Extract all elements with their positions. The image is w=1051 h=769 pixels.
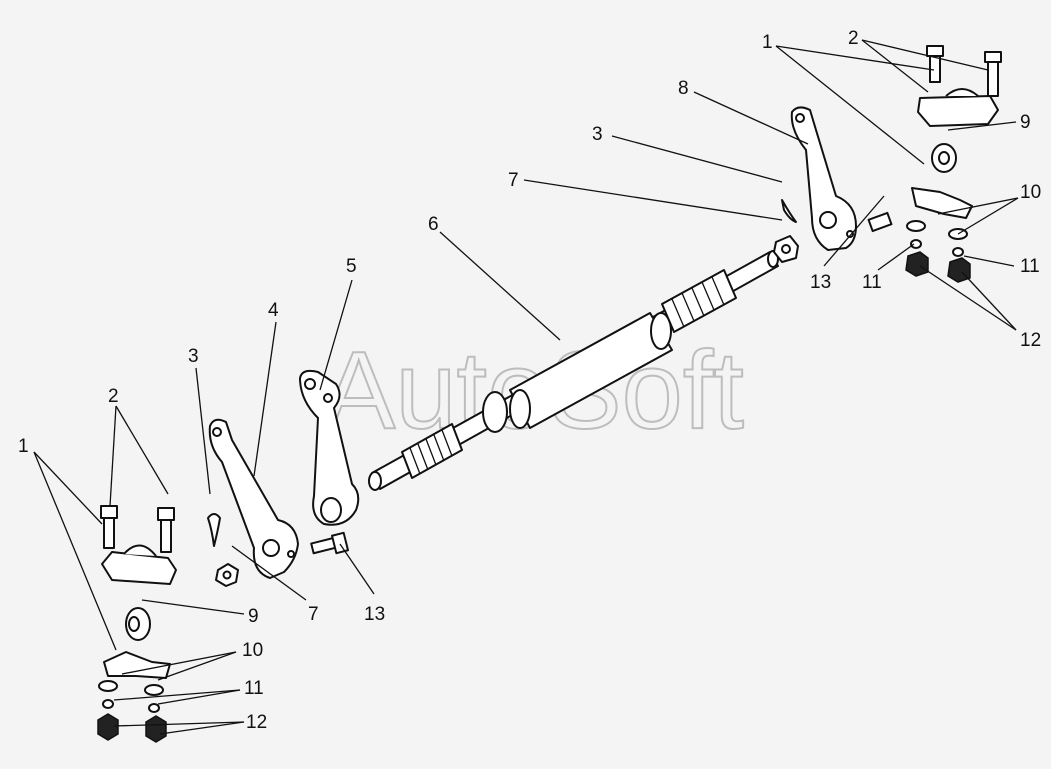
bolt-1-right-a-head [926, 45, 944, 57]
lever-8-clamp-hole [846, 230, 854, 238]
callout-left-2: 2 [108, 386, 119, 407]
bushing-9-right-bore [938, 151, 950, 165]
lever-4 [208, 418, 299, 579]
lever-8-body [790, 106, 857, 251]
callout-right-9: 9 [1020, 112, 1031, 133]
washer-left-b [144, 684, 164, 696]
lever-5-body [299, 369, 360, 526]
washer-right-a [906, 220, 926, 232]
bolt-1-right-b-head [984, 51, 1002, 63]
callout-right-8: 8 [678, 78, 689, 99]
lever-8-splined-hub [819, 211, 837, 229]
lever-8 [790, 106, 857, 251]
spring-washer-right-b [952, 247, 964, 257]
callout-right-7: 7 [508, 170, 519, 191]
callout-right-11a: 11 [862, 272, 882, 293]
washer-left-a [98, 680, 118, 692]
bolt-1-left-a-head [100, 505, 118, 519]
callout-center-13: 13 [364, 604, 385, 625]
callout-right-12: 12 [1020, 330, 1041, 351]
callout-center-5: 5 [346, 256, 357, 277]
nut-left-hole [222, 570, 232, 580]
callout-right-1: 1 [762, 32, 773, 53]
callout-left-10: 10 [242, 640, 263, 661]
callout-right-11b: 11 [1020, 256, 1040, 277]
callout-left-12: 12 [246, 712, 267, 733]
cotter-pin-right [781, 199, 797, 223]
clamp-top-right [917, 95, 999, 127]
sleeve-end-left [509, 389, 531, 429]
sleeve-end-right [650, 312, 672, 350]
lever-4-body [208, 418, 299, 579]
left-hardware [97, 505, 349, 743]
callout-center-6: 6 [428, 214, 439, 235]
bolt-1-right-b [987, 59, 999, 97]
nut-12-right-a [905, 251, 929, 277]
spline-right [661, 269, 737, 333]
clamp-left-arch [123, 544, 157, 557]
spring-washer-left-a [102, 699, 114, 709]
lever-5-hole-top [304, 378, 316, 390]
callout-center-4: 4 [268, 300, 279, 321]
nut-12-right-b [947, 257, 971, 283]
lever-5-hole-mid [323, 393, 333, 403]
callout-center-3: 3 [188, 346, 199, 367]
lever-8-hole [795, 113, 805, 123]
bolt-1-left-a [103, 515, 115, 549]
shaft-assembly [368, 250, 779, 491]
nut-12-left-a [97, 713, 119, 741]
spline-right-teeth [671, 276, 725, 328]
callout-left-1: 1 [18, 436, 29, 457]
bushing-9-left-bore [128, 616, 140, 632]
bolt-13-left-head [331, 531, 349, 555]
leader-lines [33, 39, 1019, 735]
bolt-13-right [867, 211, 893, 233]
spline-left-teeth [409, 429, 453, 475]
lock-plate-10-left [103, 651, 171, 679]
callout-right-2: 2 [848, 28, 859, 49]
lever-4-splined-hub [262, 539, 280, 557]
spring-washer-right-a [910, 239, 922, 249]
callout-right-13: 13 [810, 272, 831, 293]
callout-labels: 1 2 8 3 7 9 10 11 11 13 12 6 5 4 3 7 13 … [18, 28, 1041, 733]
callout-left-11: 11 [244, 678, 264, 699]
lever-5-eye [320, 497, 342, 523]
bolt-1-left-b [160, 519, 172, 553]
nut-right-hole [781, 244, 791, 254]
spring-washer-left-b [148, 703, 160, 713]
clamp-top-right-arch [945, 88, 979, 97]
callout-right-10: 10 [1020, 182, 1041, 203]
clamp-left [101, 551, 177, 585]
shaft-end-left [368, 471, 382, 491]
shaft-collar [482, 391, 508, 433]
callout-center-7: 7 [308, 604, 319, 625]
lever-4-hole [212, 427, 222, 437]
lever-4-clamp-hole [287, 550, 295, 558]
callout-left-9: 9 [248, 606, 259, 627]
nut-12-left-b [145, 715, 167, 743]
bolt-1-left-b-head [157, 507, 175, 521]
cotter-pin-left [207, 513, 221, 547]
callout-right-3: 3 [592, 124, 603, 145]
lever-5 [299, 369, 360, 526]
